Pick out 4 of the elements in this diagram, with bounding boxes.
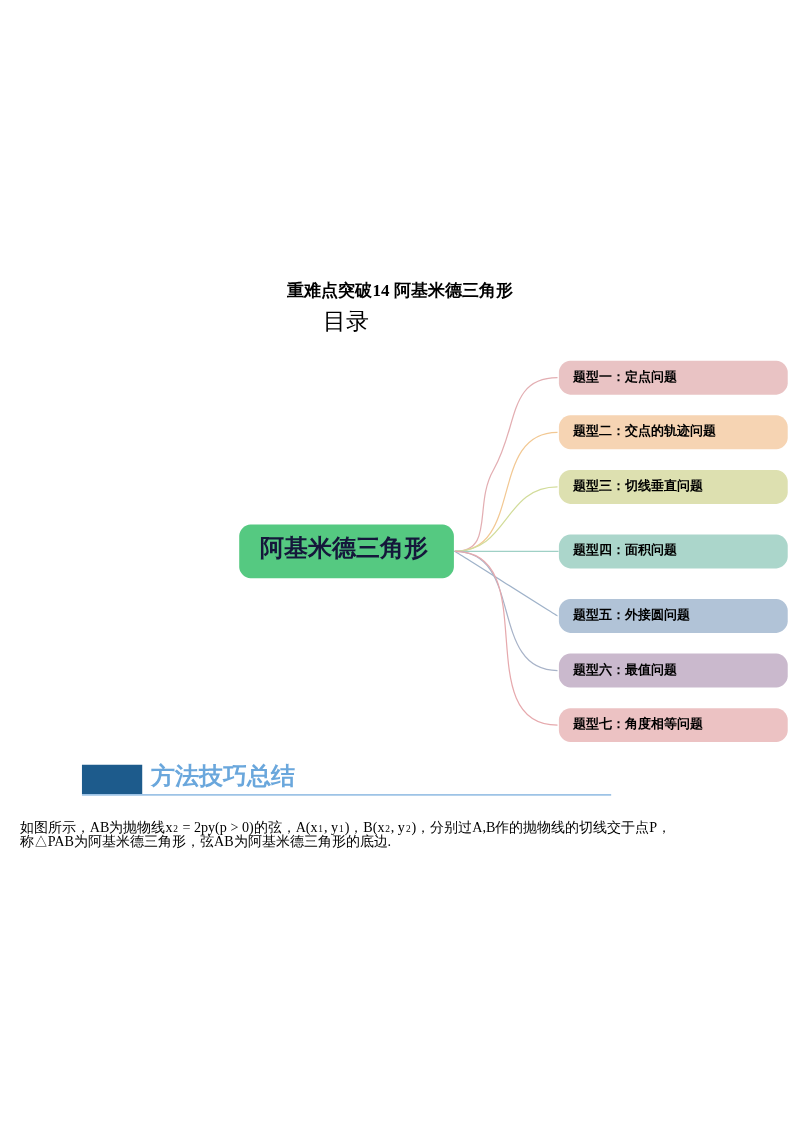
label: 目录 bbox=[323, 307, 370, 334]
label: 方法技巧总结 bbox=[150, 760, 295, 790]
diagram-title: 重难点突破14 阿基米德三角形 bbox=[287, 280, 513, 300]
label: 如图所示，AB为抛物线x2 = 2py(p > 0)的弦，A(x1, y1)，B(x2, y2)，分别过A,B作的抛物线的切线交于点P，称△PAB为阿基米德三角形，弦AB为阿基米德三角形的底边. bbox=[19, 818, 672, 849]
